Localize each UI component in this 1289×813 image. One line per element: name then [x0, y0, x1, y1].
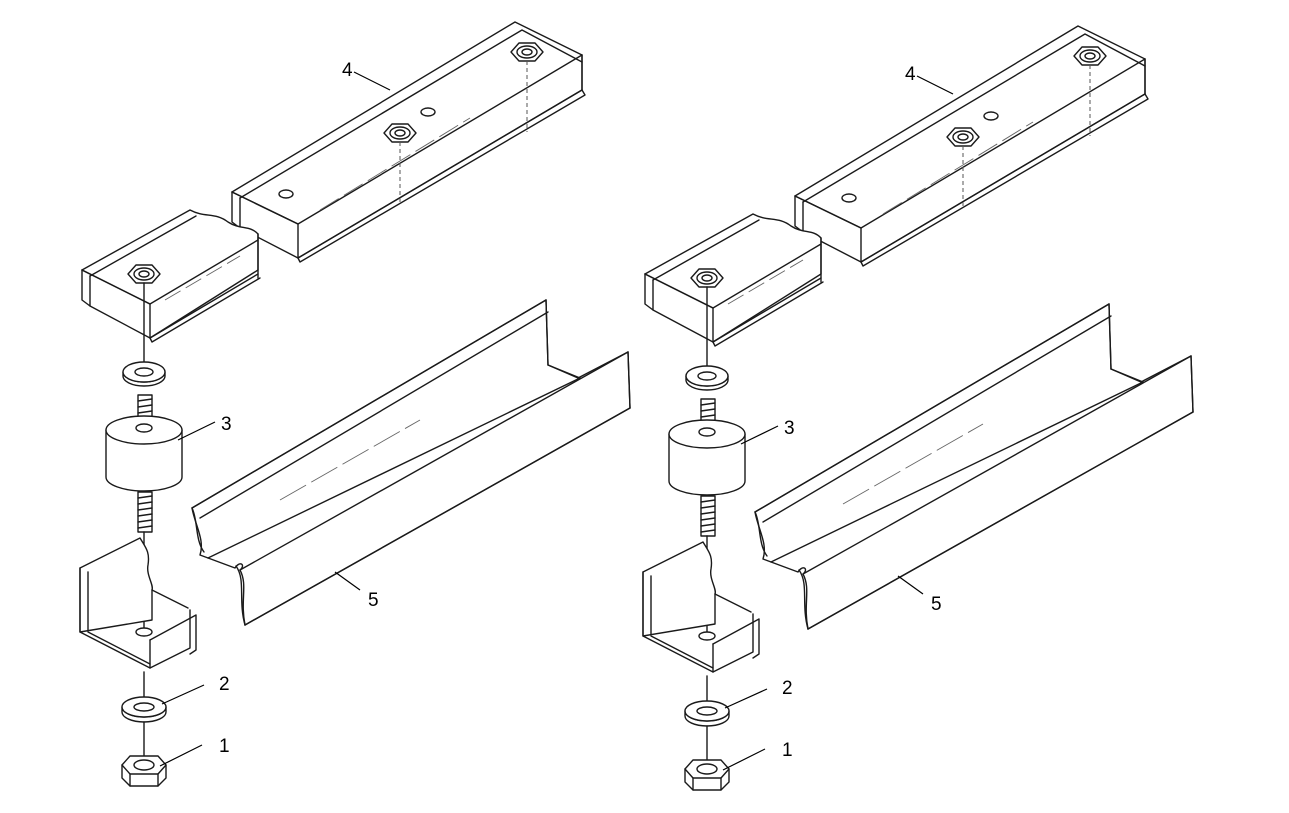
right-callout-4: 4	[905, 64, 916, 85]
left-callout-3: 3	[221, 414, 232, 435]
left-callout-5: 5	[368, 590, 379, 611]
left-callout-1: 1	[219, 736, 230, 757]
right-callout-3: 3	[784, 418, 795, 439]
left-view	[79, 21, 631, 787]
left-callout-4: 4	[342, 60, 353, 81]
right-callout-2: 2	[782, 678, 793, 699]
right-callout-1: 1	[782, 740, 793, 761]
right-view	[642, 25, 1194, 791]
right-callout-5: 5	[931, 594, 942, 615]
left-callout-2: 2	[219, 674, 230, 695]
